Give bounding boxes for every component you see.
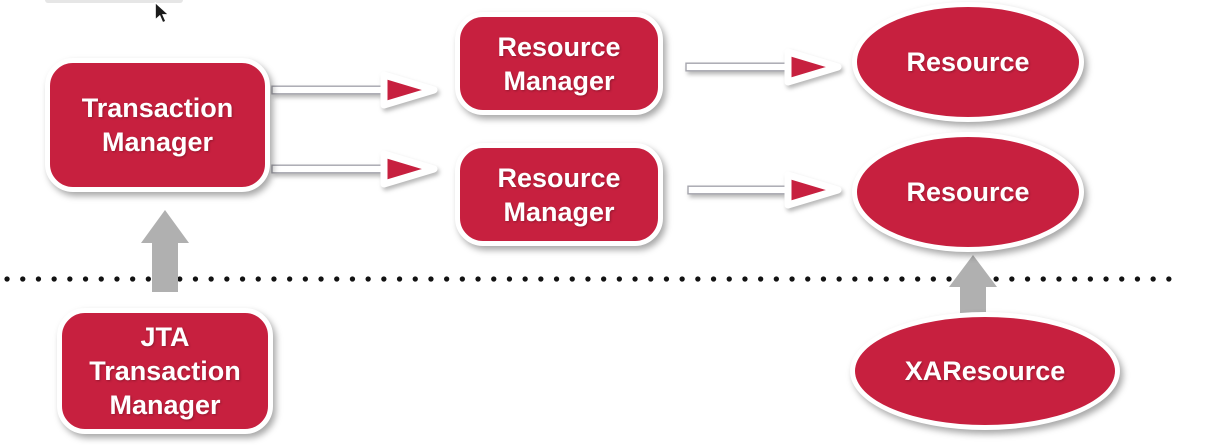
gray-up-arrow-xa-to-resource	[949, 255, 997, 313]
node-label: XAResource	[904, 356, 1066, 386]
node-label: JTA Transaction Manager	[89, 322, 241, 420]
gray-up-arrow-jta-to-tm	[141, 210, 189, 292]
node-resource-manager-bottom: Resource Manager	[455, 143, 663, 246]
node-label: Resource Manager	[497, 31, 621, 96]
node-jta-transaction-manager: JTA Transaction Manager	[57, 308, 273, 434]
node-label: Resource	[906, 177, 1030, 207]
node-resource-top: Resource	[852, 2, 1084, 122]
node-transaction-manager: Transaction Manager	[45, 58, 270, 192]
top-edge-artifact	[45, 0, 183, 3]
arrow-tm-to-rm1	[271, 71, 438, 109]
arrow-rm2-to-resource2	[687, 171, 842, 209]
arrow-tm-to-rm2	[271, 150, 438, 188]
node-label: Resource	[906, 47, 1030, 77]
node-resource-bottom: Resource	[852, 132, 1084, 252]
node-label: Resource Manager	[497, 162, 621, 227]
node-xaresource: XAResource	[850, 312, 1120, 430]
node-label: Transaction Manager	[81, 93, 234, 157]
arrow-rm1-to-resource1	[685, 48, 842, 86]
node-resource-manager-top: Resource Manager	[455, 12, 663, 115]
mouse-cursor-icon	[154, 2, 171, 24]
